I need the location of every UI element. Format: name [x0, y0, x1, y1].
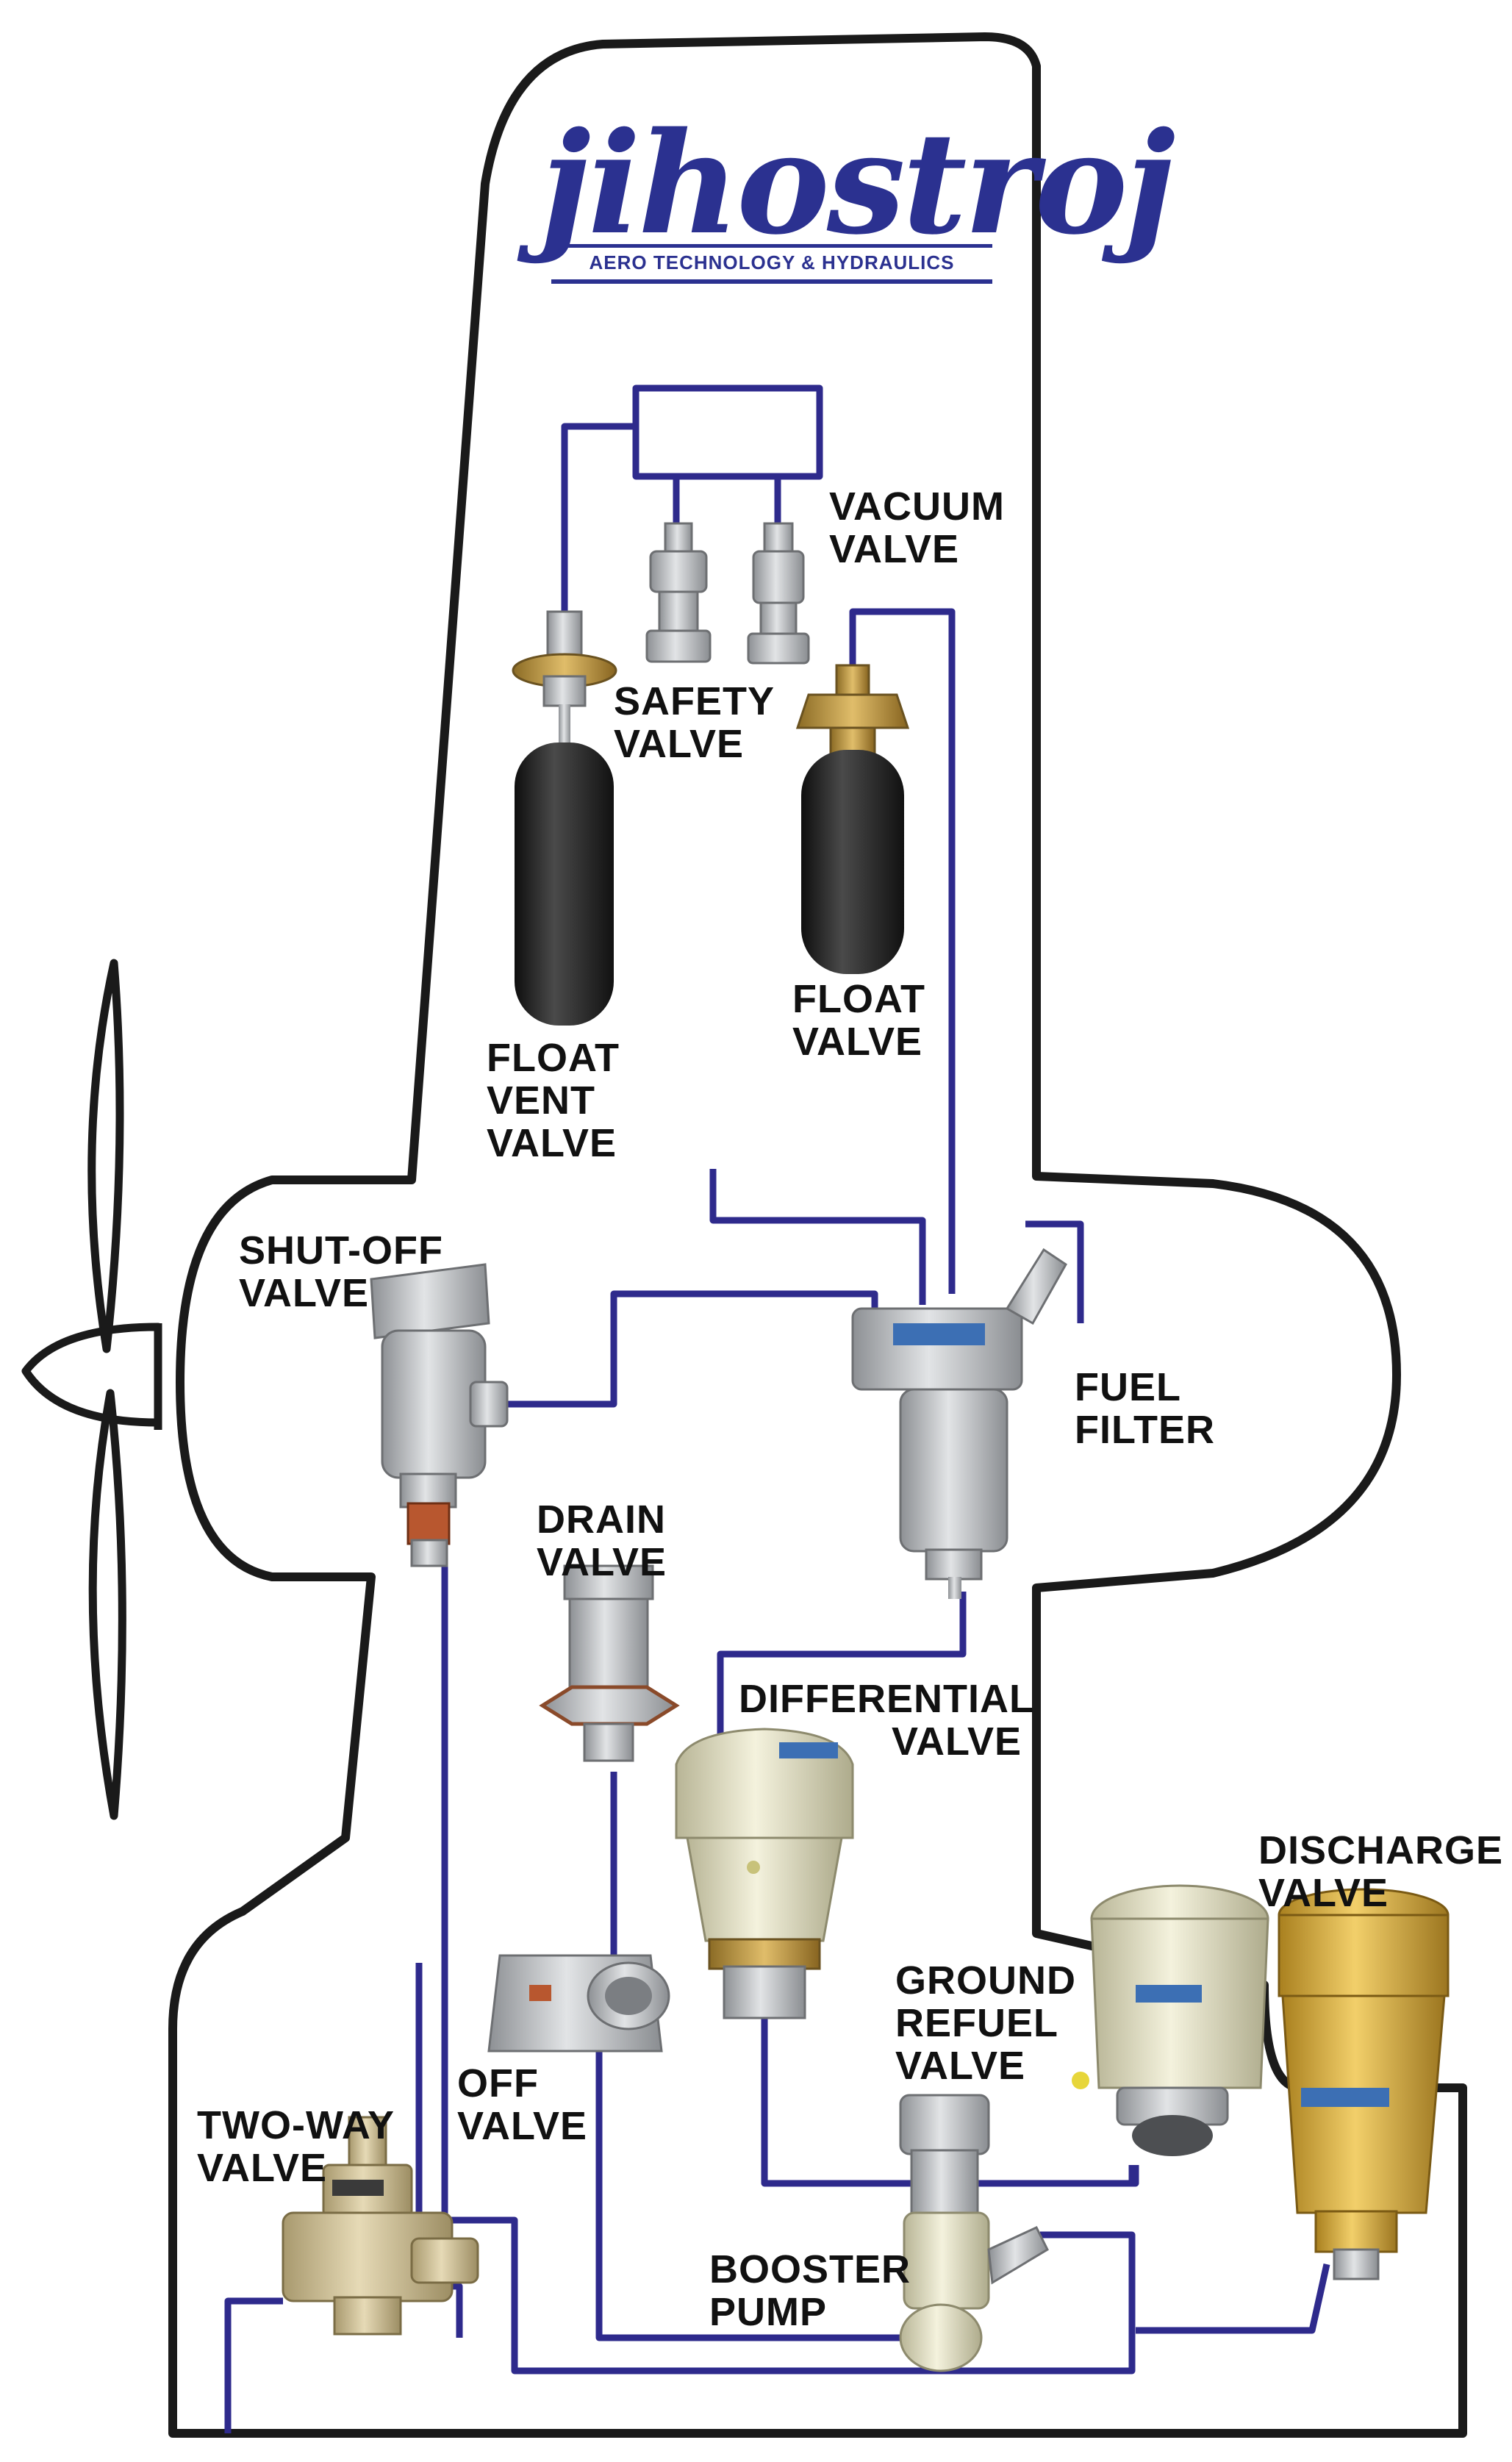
- ground-refuel-valve-component: [1072, 1884, 1269, 2156]
- two-way-valve-component: [282, 2116, 479, 2336]
- label-discharge-valve: DISCHARGE VALVE: [1258, 1828, 1504, 1915]
- line-float-vent-to-manifold: [561, 423, 636, 618]
- brand-logo-wordmark: jihostroj: [540, 101, 1175, 265]
- label-shut-off-valve: SHUT-OFF VALVE: [239, 1228, 443, 1315]
- label-float-vent-valve: FLOAT VENT VALVE: [487, 1036, 620, 1165]
- aircraft-outline: [168, 32, 1467, 2438]
- differential-valve-component: [675, 1728, 854, 2019]
- booster-pump-component: [899, 2094, 1049, 2372]
- fuel-filter-component: [851, 1248, 1067, 1599]
- line-filter-vent: [1025, 1220, 1084, 1323]
- label-ground-refuel-valve: GROUND REFUEL VALVE: [895, 1958, 1076, 2088]
- shut-off-valve-component: [370, 1263, 509, 1567]
- discharge-valve-component: [1278, 1888, 1450, 2280]
- drain-valve-component: [539, 1564, 680, 1762]
- line-pump-to-discharge: [1136, 2264, 1330, 2334]
- line-inlet-to-filter: [709, 1169, 926, 1305]
- line-off-to-pump: [595, 2036, 915, 2341]
- line-twoway-bottom: [224, 2297, 283, 2433]
- float-vent-valve-component: [512, 610, 617, 1026]
- label-float-valve: FLOAT VALVE: [792, 977, 925, 1064]
- propeller-icon: [21, 959, 162, 1820]
- label-booster-pump: BOOSTER PUMP: [709, 2247, 911, 2334]
- line-filter-to-differential: [717, 1592, 967, 1742]
- line-float-to-filter: [849, 608, 956, 1294]
- brand-logo-tagline: AERO TECHNOLOGY & HYDRAULICS: [589, 251, 955, 273]
- line-pump-to-groundrefuel: [978, 2165, 1139, 2187]
- off-valve-component: [487, 1954, 670, 2053]
- label-drain-valve: DRAIN VALVE: [537, 1497, 667, 1584]
- logo-rule-top: [551, 244, 992, 248]
- logo-rule-bottom: [551, 279, 992, 284]
- vacuum-valve-component: [747, 522, 810, 665]
- label-differential-valve: DIFFERENTIAL VALVE: [739, 1677, 1034, 1764]
- label-safety-valve: SAFETY VALVE: [614, 679, 775, 766]
- safety-valve-component: [645, 522, 712, 663]
- float-valve-component: [795, 664, 910, 974]
- line-shutoff-to-filter: [504, 1290, 878, 1408]
- label-off-valve: OFF VALVE: [457, 2061, 588, 2148]
- label-two-way-valve: TWO-WAY VALVE: [197, 2103, 395, 2190]
- vent-manifold-box: [632, 384, 823, 480]
- label-vacuum-valve: VACUUM VALVE: [829, 484, 1005, 571]
- label-fuel-filter: FUEL FILTER: [1075, 1365, 1215, 1452]
